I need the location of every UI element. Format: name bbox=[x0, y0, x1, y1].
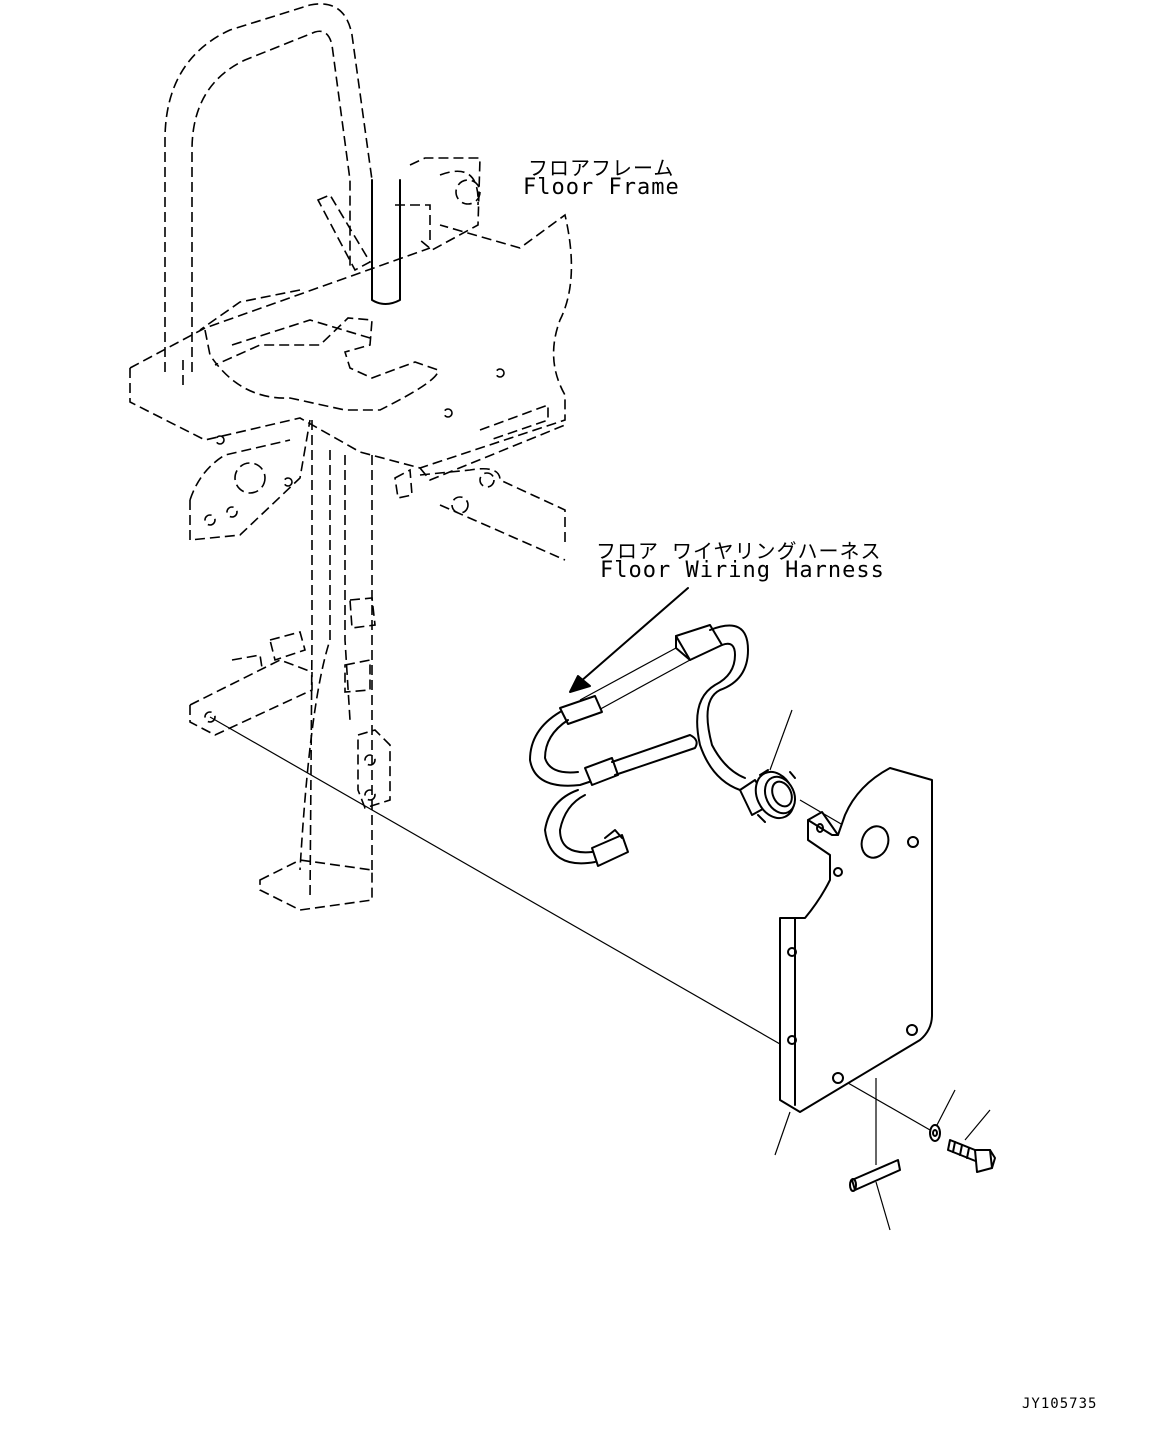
handrail bbox=[164, 3, 401, 390]
spacer-bar bbox=[849, 1159, 901, 1231]
floor-plate bbox=[129, 213, 573, 481]
spacer-leader bbox=[875, 1181, 891, 1231]
floor-wiring-harness-label-en: Floor Wiring Harness bbox=[600, 558, 885, 583]
power-socket bbox=[739, 769, 797, 823]
drawing-code: JY105735 bbox=[1022, 1396, 1098, 1412]
upper-bracket bbox=[316, 157, 481, 272]
lower-bracket bbox=[189, 597, 391, 809]
floor-frame-label-ja: フロアフレーム bbox=[528, 156, 675, 180]
floor-wiring-harness bbox=[529, 587, 861, 867]
washer-leader bbox=[936, 1089, 956, 1126]
floor-wiring-harness-label-ja: フロア ワイヤリングハーネス bbox=[596, 539, 882, 563]
floor-frame bbox=[129, 3, 573, 911]
socket-leader bbox=[769, 709, 793, 771]
washer bbox=[929, 1089, 956, 1142]
mounting-plate bbox=[774, 767, 933, 1156]
plate-leader bbox=[774, 1111, 791, 1156]
bolt bbox=[947, 1109, 996, 1173]
floor-frame-label-en: Floor Frame bbox=[523, 175, 680, 200]
frame-column bbox=[189, 419, 566, 911]
bolt-leader bbox=[964, 1109, 991, 1141]
